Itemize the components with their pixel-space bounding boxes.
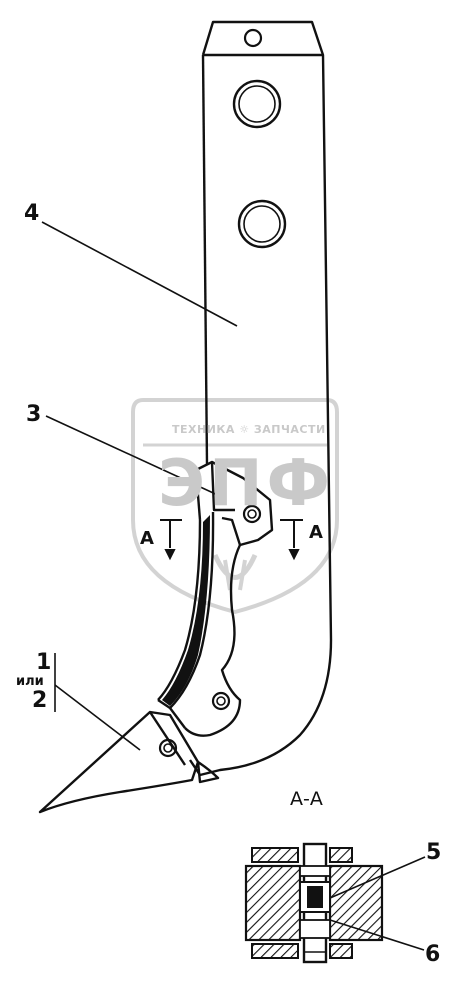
watermark-top-text: ТЕХНИКА ☼ ЗАПЧАСТИ [172,423,326,436]
leader-5 [329,856,426,899]
section-mark-left [160,519,182,561]
leader-6 [329,919,425,951]
label-or: или [16,674,44,689]
bolt-upper [242,504,262,524]
bolt-lower-inner [216,696,226,706]
bolt-lower [211,691,231,711]
label-part-5: 5 [426,840,442,865]
label-part-2: 2 [32,688,48,713]
shank-part-4 [189,20,333,777]
leader-3 [45,415,223,498]
tip-pin [158,738,178,758]
section-mark-right [280,519,303,561]
bolt-upper-inner [247,509,257,519]
section-letter-left: А [140,528,154,549]
label-part-6: 6 [425,942,441,967]
leader-4 [41,221,238,327]
mount-hole-lower [237,199,287,249]
leader-1-2 [54,684,141,751]
label-part-4: 4 [24,201,40,226]
guard-strip-fill [162,515,210,706]
watermark-logo-text: ЭПФ [158,447,334,521]
section-detail [244,842,384,964]
section-title: А-А [290,788,323,810]
guard-plate-part-3 [157,460,274,737]
mount-hole-upper [232,79,282,129]
tip-pin-inner [163,743,173,753]
watermark-shield [131,398,339,615]
label-part-1: 1 [36,650,52,675]
tip-part-1-2 [38,710,220,814]
mount-hole-upper-inner [238,85,276,123]
mount-hole-lower-inner [243,205,281,243]
section-letter-right: А [309,522,323,543]
label-part-3: 3 [26,402,42,427]
top-hole [243,28,263,48]
